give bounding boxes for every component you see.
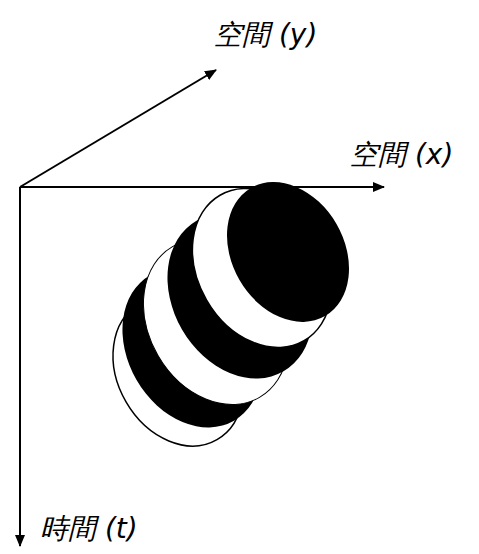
y-axis <box>20 70 216 187</box>
axis-label: 空間 (y) <box>214 20 317 51</box>
stacked-ellipses <box>87 160 373 470</box>
axis-label: 空間 (x) <box>350 140 453 171</box>
x-axis <box>20 186 384 188</box>
axis-label: 時間 (t) <box>40 514 138 545</box>
t-axis <box>19 187 21 546</box>
